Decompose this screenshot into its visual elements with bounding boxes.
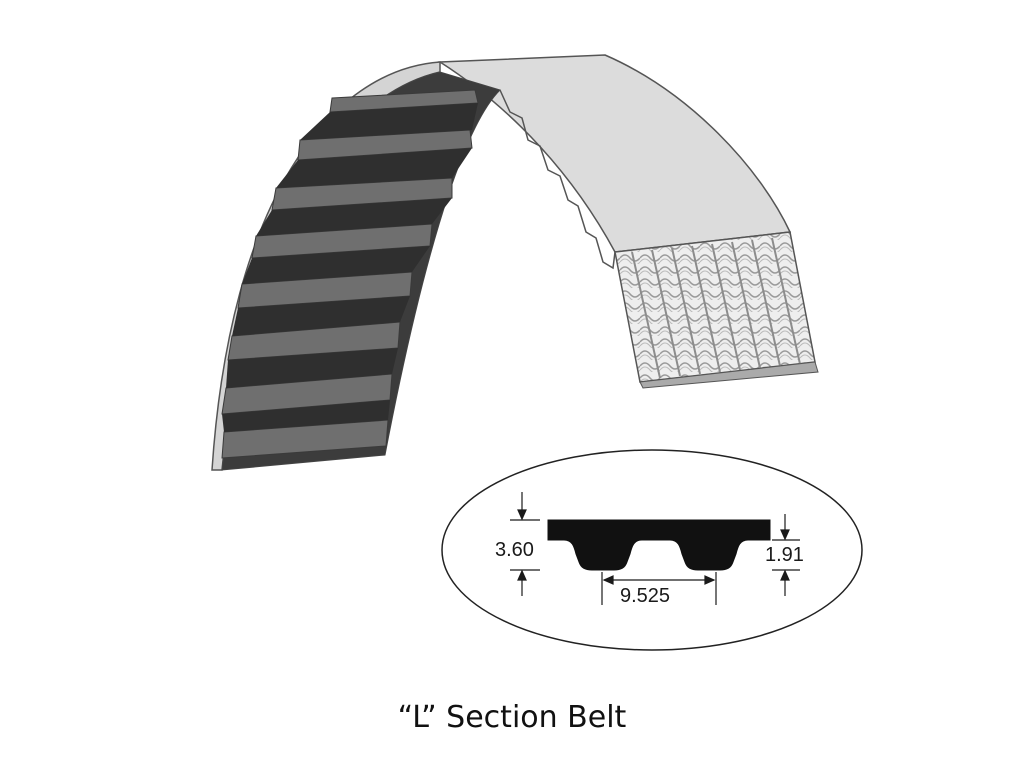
total-height-label: 3.60 [495, 539, 534, 561]
belt-back-surface [437, 54, 792, 253]
total-height-dimension [510, 492, 540, 596]
figure-caption: “L” Section Belt [397, 700, 627, 735]
pitch-label: 9.525 [620, 585, 670, 607]
tooth-height-dimension [772, 514, 800, 596]
pitch-dimension [601, 572, 717, 605]
tooth-profile-shape [547, 519, 771, 571]
belt-tooth-gaps [222, 103, 478, 432]
belt-cord-lines [631, 237, 801, 379]
belt-cut-base [639, 361, 819, 389]
tooth-height-label: 1.91 [765, 544, 804, 566]
profile-callout-ellipse [441, 449, 863, 651]
belt-tooth-profile-edge [499, 89, 616, 270]
